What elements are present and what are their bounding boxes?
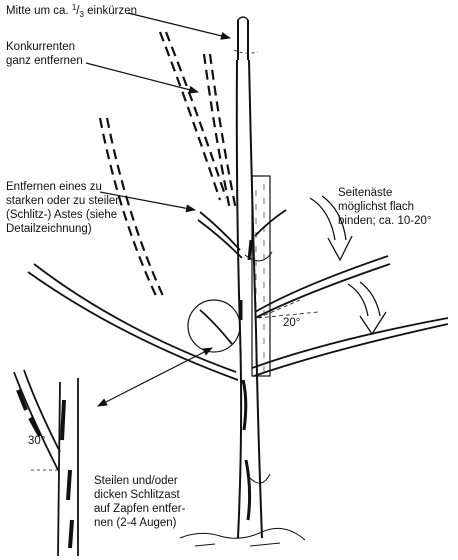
label-top-prefix: Mitte um ca. (6, 5, 72, 17)
label-remove-competitors: Konkurrenten ganz entfernen (6, 40, 83, 68)
label-remove-branch: Entfernen eines zu starken oder zu steil… (6, 180, 122, 236)
label-line: dicken Schlitzast (94, 488, 185, 502)
label-angle-20: 20° (283, 316, 300, 330)
label-line: Detailzeichnung) (6, 222, 122, 236)
label-line: Seitenäste (338, 186, 431, 200)
label-angle-30: 30° (28, 434, 45, 448)
double-headed-arrow-icon (98, 348, 212, 406)
label-line: auf Zapfen entfer- (94, 502, 185, 516)
angle-label: 20° (283, 316, 300, 330)
label-line: (Schlitz-) Astes (siehe (6, 208, 122, 222)
label-line: ganz entfernen (6, 54, 83, 68)
label-top-suffix: einkürzen (84, 5, 137, 17)
pointer-arrow-icon (128, 13, 230, 38)
label-line: Konkurrenten (6, 40, 83, 54)
pointer-arrow-icon (86, 63, 198, 92)
fraction-numerator: 1 (72, 3, 76, 12)
fraction-denominator: 3 (79, 10, 83, 19)
ground-line (180, 528, 305, 546)
label-shorten-leader: Mitte um ca. 1/3 einkürzen (6, 4, 137, 19)
label-line: starken oder zu steilen (6, 194, 122, 208)
label-side-branches: Seitenäste möglichst flach binden; ca. 1… (338, 186, 431, 228)
angle-label: 30° (28, 434, 45, 448)
label-line: möglichst flach (338, 200, 431, 214)
label-detail-text: Steilen und/oder dicken Schlitzast auf Z… (94, 474, 185, 530)
detail-circle (188, 300, 240, 352)
label-line: nen (2-4 Augen) (94, 516, 185, 530)
label-line: Steilen und/oder (94, 474, 185, 488)
label-line: binden; ca. 10-20° (338, 214, 431, 228)
detail-drawing (14, 370, 78, 556)
label-line: Entfernen eines zu (6, 180, 122, 194)
bend-down-arrow-icon (348, 282, 386, 334)
